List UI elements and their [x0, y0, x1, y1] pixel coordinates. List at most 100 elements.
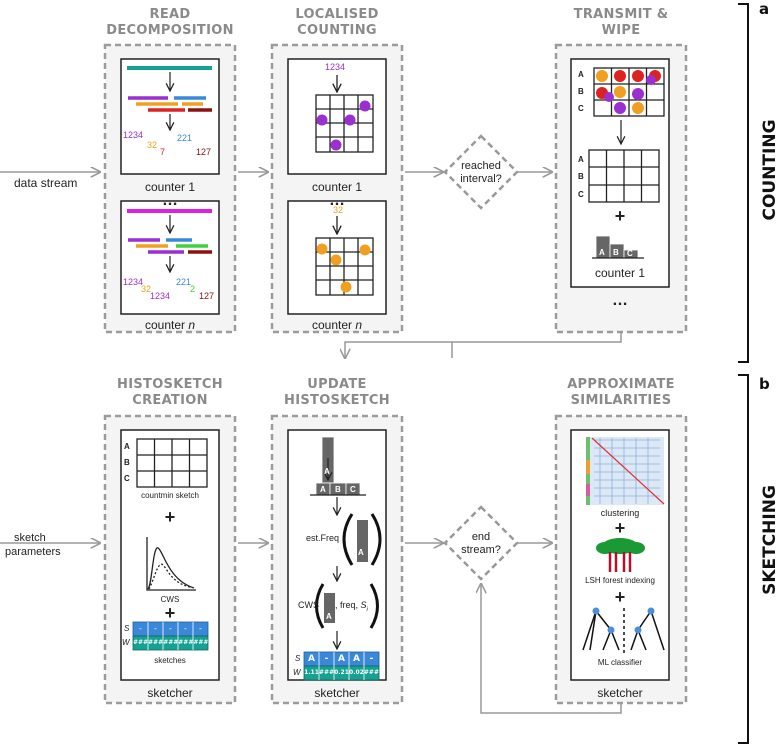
count-label: 7 — [160, 147, 166, 157]
s-cell: A — [353, 654, 360, 664]
s-cell: - — [369, 654, 374, 664]
lsh-forest-icon — [596, 538, 645, 572]
header-approximate-similarities: APPROXIMATE SIMILARITIES — [546, 377, 696, 409]
s-row-label: S — [295, 654, 301, 663]
row-label: A — [124, 442, 130, 451]
row-label: A — [578, 70, 584, 79]
w-cell: 0.02 — [349, 669, 364, 676]
header-read-decomposition: READ DECOMPOSITION — [100, 7, 240, 39]
read-decomposition-top-content — [127, 66, 212, 130]
sketcher-label: sketcher — [314, 686, 360, 700]
data-stream-label: data stream — [14, 176, 78, 190]
count-label: 221 — [177, 133, 193, 143]
row-label: C — [124, 474, 130, 483]
sketch-parameters-label-line2: parameters — [5, 546, 61, 558]
decision-line: end — [471, 531, 491, 543]
hist-label: A — [320, 485, 326, 494]
w-cell: ### — [318, 669, 335, 676]
update-arrows — [328, 458, 337, 649]
hist-label: A — [358, 548, 364, 557]
header-line: TRANSMIT & — [573, 7, 669, 22]
cws-bracket — [315, 583, 379, 629]
w-cell: ### — [163, 639, 179, 646]
w-cell: ### — [193, 639, 209, 646]
sketch-arrays-update — [303, 651, 380, 681]
wiped-grid — [588, 149, 660, 203]
hist-label: B — [335, 485, 341, 494]
panel-letter-a: a — [759, 0, 770, 18]
sketcher-label: sketcher — [597, 686, 643, 700]
hist-label: B — [613, 248, 619, 257]
w-cell: ### — [363, 669, 379, 676]
s-cell: - — [169, 624, 172, 633]
count-label: 1234 — [325, 62, 346, 72]
s-row-label: S — [124, 624, 130, 633]
estfreq-bracket — [342, 513, 382, 566]
panel-letter-b: b — [759, 375, 770, 393]
cws-plot — [146, 537, 196, 591]
w-row: 1.11 ### 0.21 0.02 ### — [304, 666, 379, 680]
count-label: 221 — [176, 277, 192, 287]
sketch-parameters-label-line1: sketch — [14, 532, 46, 544]
decision-line: reached — [461, 160, 501, 172]
plus-sign: + — [614, 587, 626, 607]
counter-1-label: counter 1 — [144, 180, 196, 194]
s-row: A - A A - — [304, 652, 379, 666]
header-line: HISTOSKETCH — [117, 377, 223, 392]
read-decomposition-bottom-content — [127, 209, 212, 272]
count-label: 32 — [147, 140, 158, 150]
header-line: READ — [149, 7, 191, 22]
counter-suffix: n — [188, 318, 196, 332]
hist-label: A — [326, 612, 332, 621]
end-stream-diamond — [443, 505, 519, 581]
header-line: WIPE — [601, 23, 641, 38]
clustering-label: clustering — [600, 508, 640, 518]
reached-interval-label: reached interval? — [445, 160, 517, 186]
count-label: 32 — [333, 205, 344, 215]
count-label: 1234 — [150, 291, 171, 301]
row-label: C — [578, 104, 584, 113]
ml-classifier-label: ML classifier — [597, 658, 643, 667]
row-label: B — [578, 87, 584, 96]
s-cell: A — [308, 654, 315, 664]
header-update-histosketch: UPDATE HISTOSKETCH — [267, 377, 407, 409]
countmin-sketch-label: countmin sketch — [141, 491, 199, 500]
count-label: 2 — [190, 284, 196, 294]
row-label: C — [578, 190, 584, 199]
ellipsis: … — [612, 292, 628, 309]
header-line: SIMILARITIES — [570, 393, 672, 408]
header-line: COUNTING — [297, 23, 377, 38]
header-line: HISTOSKETCH — [284, 393, 390, 408]
count-label: 127 — [196, 147, 212, 157]
end-stream-label: end stream? — [445, 531, 517, 557]
hist-label: A — [599, 248, 605, 257]
freq-text: , freq, — [335, 600, 361, 610]
w-cell: ### — [148, 639, 164, 646]
s-text: S — [360, 600, 367, 610]
cws-label: CWS — [160, 595, 180, 604]
plus-sign: + — [164, 507, 176, 527]
header-line: LOCALISED — [295, 7, 379, 22]
reached-interval-diamond — [443, 134, 519, 210]
localised-counting-bottom-dots — [316, 243, 371, 293]
ml-classifier-nodes — [592, 607, 655, 634]
plus-sign: + — [614, 518, 626, 538]
plus-sign: + — [164, 603, 176, 623]
header-line: CREATION — [132, 393, 208, 408]
ellipsis: … — [329, 192, 345, 209]
row-label: A — [578, 155, 584, 164]
counter-1-label: counter 1 — [311, 180, 363, 194]
s-cell: - — [184, 624, 187, 633]
header-line: DECOMPOSITION — [106, 23, 234, 38]
counter-n-label: counter n — [121, 318, 219, 332]
countmin-sketch-grid — [136, 438, 208, 488]
ellipsis: … — [162, 192, 178, 209]
counter-suffix: n — [355, 318, 363, 332]
header-localised-counting: LOCALISED COUNTING — [267, 7, 407, 39]
w-cell: ### — [178, 639, 194, 646]
hist-label: C — [627, 249, 633, 258]
w-cell: 0.21 — [334, 669, 349, 676]
sketch-arrays-creation — [132, 621, 209, 651]
s-cell: - — [324, 654, 329, 664]
